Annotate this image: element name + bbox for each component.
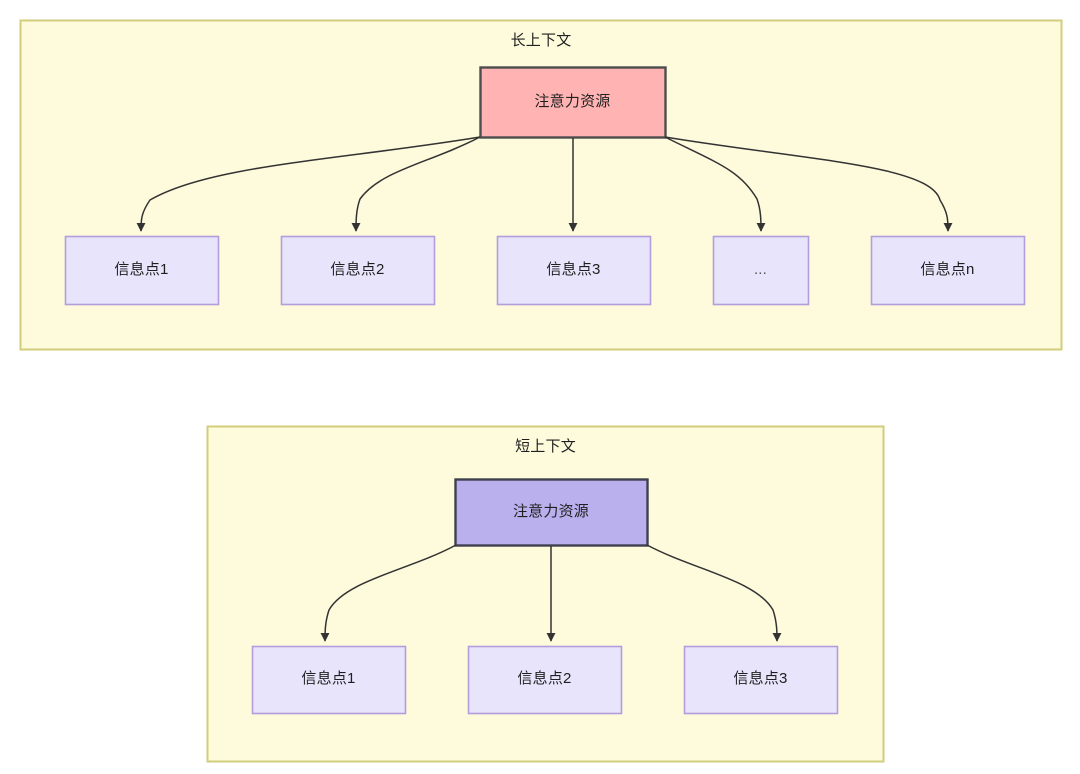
edge-long-to-info-ellipsis [664,136,766,232]
info-point-1-box-short[interactable] [251,645,407,715]
info-point-n-box-long[interactable] [870,235,1026,306]
info-point-2-box-short[interactable] [467,645,623,715]
panel-short-context-title: 短上下文 [515,437,576,455]
edge-short-to-info-1 [320,544,457,642]
edge-long-to-info-n [664,136,953,232]
info-point-3-box-short[interactable] [683,645,839,715]
attention-long-box[interactable] [479,66,667,139]
edge-long-to-info-1 [136,136,481,232]
attention-short-box[interactable] [454,478,649,547]
info-point-1-box-long[interactable] [64,235,220,306]
panel-long-context-title: 长上下文 [510,31,572,49]
info-point-3-box-long[interactable] [496,235,652,306]
info-point-2-box-long[interactable] [280,235,436,306]
edge-long-to-info-2 [351,136,481,232]
info-point-ellipsis-box-long[interactable] [712,235,810,306]
edge-short-to-info-3 [646,544,782,642]
